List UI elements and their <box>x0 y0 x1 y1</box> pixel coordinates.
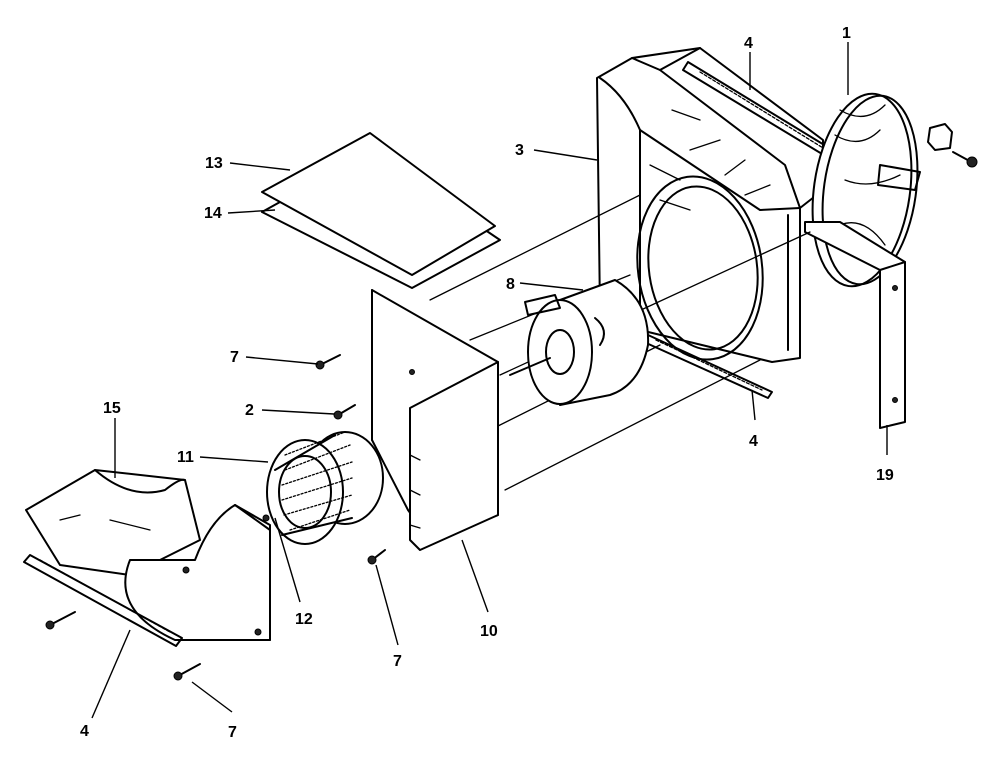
gasket-strip-bottom <box>23 554 183 647</box>
screws <box>45 354 386 681</box>
shroud-housing <box>596 47 824 363</box>
callout-4-mid-label: 4 <box>749 433 758 450</box>
callout-2: 2 <box>245 402 335 419</box>
callout-10-label: 10 <box>480 623 498 640</box>
callout-8-label: 8 <box>506 276 515 293</box>
callout-12: 12 <box>274 517 313 628</box>
callout-14-label: 14 <box>204 205 222 222</box>
callout-7-c-label: 7 <box>228 724 237 741</box>
callout-8: 8 <box>506 276 584 293</box>
callout-1-label: 1 <box>842 25 851 42</box>
callout-7-b-label: 7 <box>393 653 402 670</box>
callout-4-bottom-label: 4 <box>80 723 89 740</box>
callout-7-a: 7 <box>230 349 319 366</box>
callout-7-b: 7 <box>375 564 402 670</box>
callout-4-mid: 4 <box>749 389 758 450</box>
callout-12-label: 12 <box>295 611 313 628</box>
callout-4-top-label: 4 <box>744 35 753 52</box>
blower-scroll-housing <box>25 469 271 641</box>
partition-panel <box>371 289 499 551</box>
callout-19-label: 19 <box>876 467 894 484</box>
callout-13-label: 13 <box>205 155 223 172</box>
fan-clip-and-screw <box>927 123 978 168</box>
callout-15: 15 <box>103 400 121 478</box>
filter-panels <box>261 132 501 289</box>
blower-motor <box>509 279 650 406</box>
callout-7-a-label: 7 <box>230 349 239 366</box>
callout-4-top: 4 <box>744 35 753 90</box>
callout-14: 14 <box>204 205 276 222</box>
callout-13: 13 <box>205 155 291 172</box>
callout-3: 3 <box>515 142 598 161</box>
callout-2-label: 2 <box>245 402 254 419</box>
callout-15-label: 15 <box>103 400 121 417</box>
callout-11-label: 11 <box>177 449 194 466</box>
callout-10: 10 <box>461 539 498 640</box>
callout-1: 1 <box>842 25 851 95</box>
callout-11: 11 <box>177 449 269 466</box>
callout-4-bottom: 4 <box>80 629 131 740</box>
blower-wheel <box>266 431 384 545</box>
callout-7-c: 7 <box>191 681 237 741</box>
callout-3-label: 3 <box>515 142 524 159</box>
callout-19: 19 <box>876 425 894 484</box>
mounting-bracket <box>804 221 906 429</box>
